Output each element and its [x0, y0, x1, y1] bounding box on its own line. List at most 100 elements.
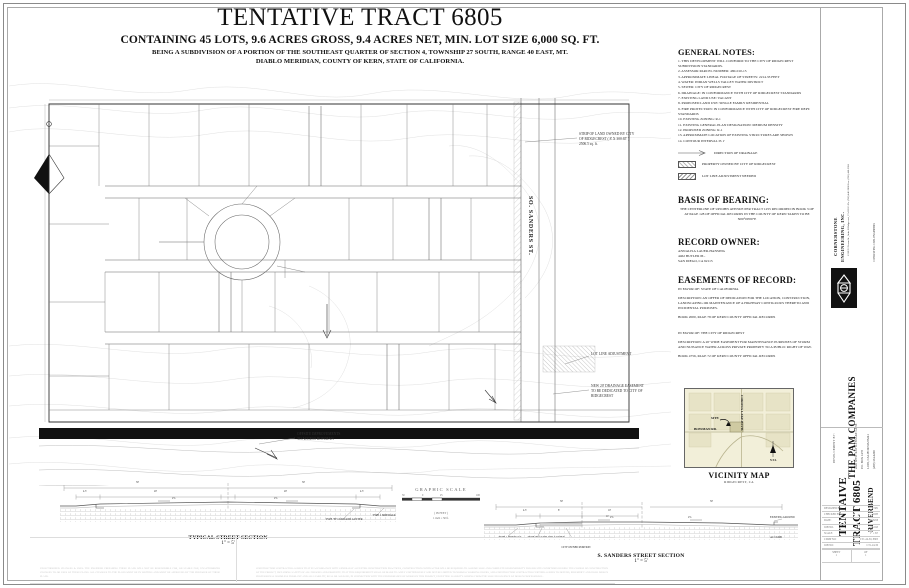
map-note-city-strip: STRIP OF LAND OWNED BY CITY OF RIDGECRES…: [579, 132, 635, 147]
easement-2-favor: IN FAVOR OF: THE CITY OF RIDGECREST: [678, 331, 745, 336]
disclaimer-rule-top: [30, 537, 615, 538]
owner-name: ANNALISA LAUER-HANSING: [678, 248, 726, 253]
basis-of-bearing-heading: BASIS OF BEARING:: [678, 194, 770, 205]
ce-monogram-icon: [831, 268, 857, 308]
snd-label-city-owned: CITY OWNED PORTION: [561, 546, 591, 549]
sheet-info-row-5: CDMP NO: CT1-24-30, 8805: [822, 535, 880, 542]
sanders-section-linework: [484, 502, 798, 540]
svg-text:100: 100: [476, 494, 481, 497]
general-note-11: 11. EXISTING GENERAL PLAN DESIGNATION: M…: [678, 122, 783, 127]
legend-label-lot-line: LOT LINE ADJUSTMENT NEEDED: [702, 174, 757, 179]
typ-dim-lane-right: 20': [284, 490, 288, 493]
general-note-10: 10. EXISTING ZONING: R-1: [678, 117, 721, 122]
snd-label-ac-curb: AC CURB: [770, 536, 782, 539]
legend-city-owned-row: PROPERTY OWNED BY CITY OF RIDGECREST: [678, 160, 816, 168]
map-note-lot-line-adjustment: LOT LINE ADJUSTMENT: [591, 352, 632, 356]
disclaimer-rule: [30, 583, 615, 584]
street-label-sanders: SO. SANDERS ST.: [527, 196, 533, 256]
disclaimer-divider: [236, 538, 237, 582]
lot-line-adjustment-parcel: [542, 345, 596, 373]
site-plan-map: SO. SANDERS ST. STRIP OF LAND OWNED BY C…: [9, 46, 671, 486]
snd-dim-half-right: 30': [710, 500, 714, 503]
sanders-street-section: 30' 30' 4.5' 8' 10' 11' 2% 2% TYPE 1 SID…: [482, 498, 800, 564]
sheet-info-label-5: CDMP NO:: [824, 538, 837, 542]
sheet-number: 1: [835, 554, 837, 558]
sheet-info-value-1: DJB: [873, 513, 878, 517]
snd-dim-lane: 10': [608, 509, 612, 512]
general-note-5: 5. SEWER: CITY OF RIDGECREST: [678, 85, 732, 90]
graphic-scale-unit: ( IN FEET ): [434, 512, 448, 515]
typ-dim-half-left: 30': [136, 481, 140, 484]
snd-dim-lane2: 11': [606, 515, 609, 518]
drainage-arrow-icon: [678, 149, 706, 156]
general-note-2: 2. ASSESSOR PARCEL NUMBER: 480-010-15: [678, 69, 747, 74]
owner-street: 4462 BUTLER PL.: [678, 253, 706, 258]
sanders-section-scale: 1" = 5': [634, 559, 648, 564]
sanders-section-caption: S. SANDERS STREET SECTION: [597, 553, 685, 559]
general-notes-heading: GENERAL NOTES:: [678, 48, 756, 57]
vicinity-linework: [685, 389, 793, 467]
sheet-info-value-6: CT1-24-30: [866, 544, 878, 548]
general-notes-list: 1. THIS DEVELOPMENT WILL CONFORM TO THE …: [678, 59, 816, 144]
engineer-block: CORNERSTONE ENGINEERING, INC. 1318 N. No…: [821, 164, 877, 308]
drainage-arrows: [254, 304, 497, 460]
engineer-address: 1318 N. Norma St., Suite B Ridgecrest, C…: [847, 164, 850, 256]
general-note-4: 4. WATER: INDIAN WELLS VALLEY WATER DIST…: [678, 80, 764, 85]
disclaimer-contractor-responsibility: CONSTRUCTION CONTRACTOR AGREES THAT IN A…: [256, 567, 608, 579]
city-owned-strip: [513, 101, 522, 421]
typ-dim-sidewalk-left: 4.5': [83, 490, 87, 493]
vicinity-corona-lake-label: CORONA LAKE BLVD.: [740, 395, 744, 432]
site-parcel: [729, 421, 744, 433]
sheet-of-label: OF: [864, 551, 868, 555]
notes-column: GENERAL NOTES: 1. THIS DEVELOPMENT WILL …: [678, 48, 816, 364]
sheet-info-value-5: CT1-24-30, 8805: [859, 538, 878, 542]
sheet-info-label-4: SCALE:: [824, 531, 833, 535]
vicinity-nts-label: N.T.S.: [770, 459, 777, 462]
sheet-subtitle-lots: CONTAINING 45 LOTS, 9.6 ACRES GROSS, 9.4…: [120, 34, 600, 46]
record-owner-heading: RECORD OWNER:: [678, 236, 760, 247]
sheet-of-number: 1: [865, 554, 867, 558]
typ-dim-lane-left: 20': [154, 490, 158, 493]
typ-slope-right: 2%: [274, 497, 278, 500]
sheet-info-value-4: 1" = 50': [869, 531, 878, 535]
sheet-border-inner: [7, 7, 883, 581]
general-note-3: 3. APPROXIMATE LINEAL FOOTAGE OF STREETS…: [678, 74, 780, 79]
general-note-8: 8. PROPOSED LAND USE: SINGLE FAMILY RESI…: [678, 101, 769, 106]
map-note-offsite-improvements: OFFSITE IMPROVEMENTS TO ACCESS BOWMAN: [297, 432, 341, 442]
sheet-info-row-4: SCALE: 1" = 50': [822, 529, 880, 536]
sheet-info-value-2: 08/29/08: [868, 519, 878, 523]
legend-drainage-row: DIRECTION OF DRAINAGE: [678, 149, 816, 156]
typ-label-curb-gutter: TYPE "B" CURB AND GUTTER: [325, 518, 363, 521]
vicinity-map-caption: VICINITY MAP: [708, 471, 770, 480]
legal-line-1: BEING A SUBDIVISION OF A PORTION OF THE …: [152, 49, 568, 56]
typical-street-section: 30' 30' 4.5' 20' 20' 4.5' 2% 2% TYPE "B"…: [58, 480, 398, 546]
snd-dim-city-portion: 8': [558, 509, 560, 512]
vicinity-map-frame: SITE BOWMAN RD. CORONA LAKE BLVD. N.T.S.: [684, 388, 794, 468]
sheet-of-cell: OF 1: [850, 550, 881, 563]
easement-entry-1: IN FAVOR OF: STATE OF CALIFORNIA DESCRIP…: [678, 287, 816, 320]
owner-citystate: SAN DIEGO, CA 92115: [678, 258, 713, 263]
legend-label-drainage: DIRECTION OF DRAINAGE: [714, 150, 758, 155]
general-note-13: 13. APPROXIMATE LOCATION OF EXISTING STR…: [678, 133, 793, 138]
cornerstone-ce-logo-icon: [831, 268, 857, 308]
sheet-legal-description: BEING A SUBDIVISION OF A PORTION OF THE …: [95, 49, 625, 67]
sheet-info-row-1: CHECKED BY:DJB: [822, 511, 880, 517]
hatch-dark-swatch-icon: [678, 172, 696, 180]
vicinity-bowman-road-label: BOWMAN RD.: [694, 427, 717, 431]
sheet-info-value-0: TRS: [873, 507, 878, 511]
legend-lot-line-row: LOT LINE ADJUSTMENT NEEDED: [678, 172, 816, 180]
vicinity-north-arrow: [770, 441, 776, 457]
vicinity-map: SITE BOWMAN RD. CORONA LAKE BLVD. N.T.S.…: [684, 388, 794, 484]
cul-de-sac: [159, 203, 281, 281]
snd-label-existing-ground: EXISTING GROUND: [770, 516, 795, 519]
sheet-number-row: SHEET 1 OF 1: [822, 549, 881, 564]
typ-label-sidewalk: TYPE 1 SIDEWALK: [372, 514, 396, 517]
sheet-info-row-6: JOB NO:CT1-24-30: [822, 542, 880, 550]
snd-slope-left: 2%: [610, 516, 614, 519]
basis-of-bearing-text: THE CENTERLINE OF UPJOHN AVENUE PER TRAC…: [680, 206, 814, 221]
drainage-channel: [38, 428, 640, 486]
